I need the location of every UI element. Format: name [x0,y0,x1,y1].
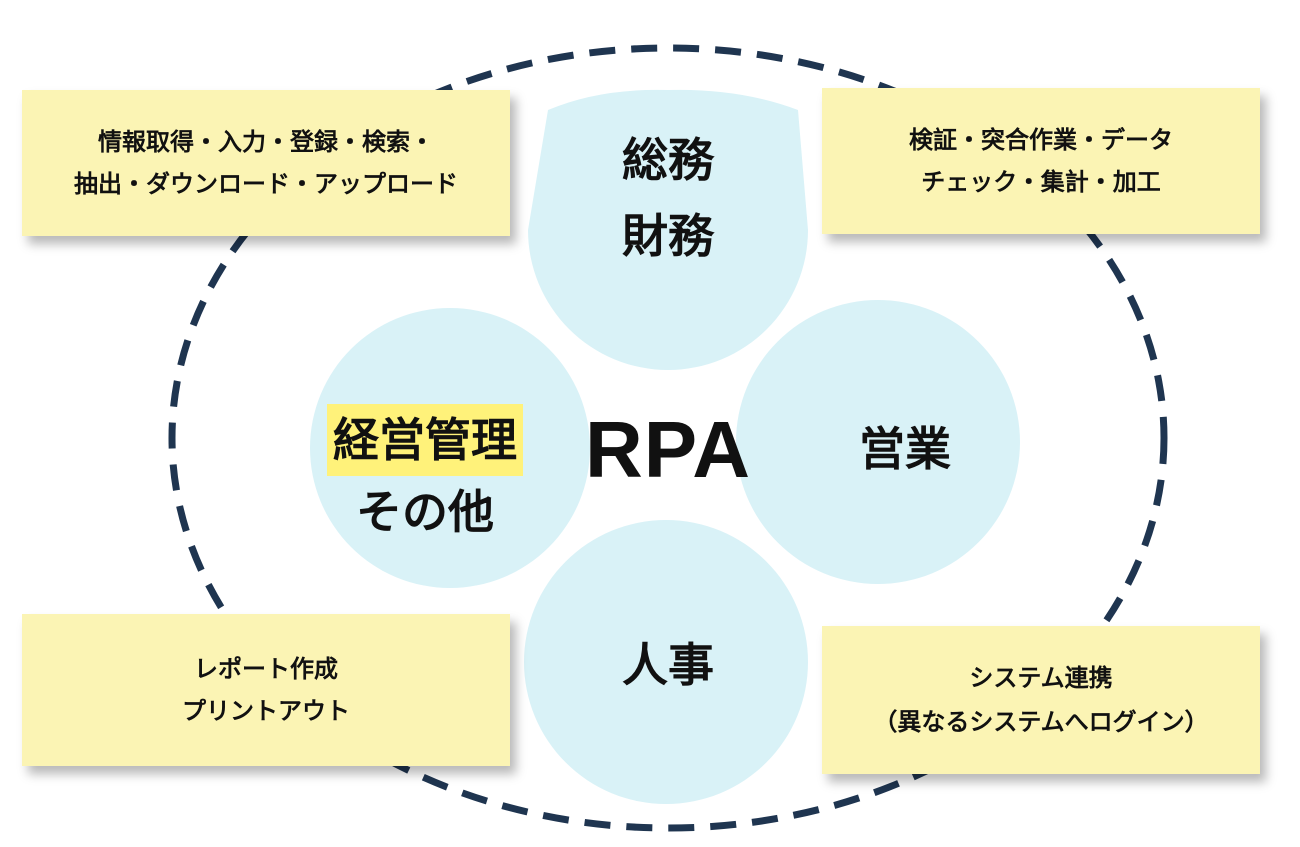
circle-top [528,89,808,371]
task-box-line: プリントアウト [182,697,350,725]
department-label: 財務 [622,209,714,263]
center-rpa-label: RPA [585,405,751,494]
department-label: その他 [356,485,494,539]
dashed-outer-ring [168,44,1168,832]
circle-right [736,300,1020,584]
department-management-other: 経営管理 その他 [290,404,560,548]
task-box-system-integration: システム連携 （異なるシステムへログイン） [822,626,1260,774]
task-box-verification: 検証・突合作業・データ チェック・集計・加工 [822,88,1260,234]
task-box-line: レポート作成 [194,655,338,683]
department-hr: 人事 [568,630,768,700]
task-box-reporting: レポート作成 プリントアウト [22,614,510,766]
task-box-line: 検証・突合作業・データ [909,126,1173,154]
department-label: 総務 [622,133,714,187]
task-box-data-collection: 情報取得・入力・登録・検索・ 抽出・ダウンロード・アップロード [22,90,510,236]
task-box-line: 抽出・ダウンロード・アップロード [74,170,458,198]
department-general-affairs-finance: 総務 財務 [568,122,768,274]
task-box-line: 情報取得・入力・登録・検索・ [98,128,434,156]
department-label-highlighted: 経営管理 [327,404,523,476]
department-sales: 営業 [800,414,1010,484]
department-label: 人事 [622,638,714,692]
circle-bottom [524,520,808,804]
task-box-line: （異なるシステムへログイン） [873,708,1209,736]
department-label: 営業 [859,422,951,476]
task-box-line: システム連携 [969,664,1113,692]
task-box-line: チェック・集計・加工 [921,168,1161,196]
